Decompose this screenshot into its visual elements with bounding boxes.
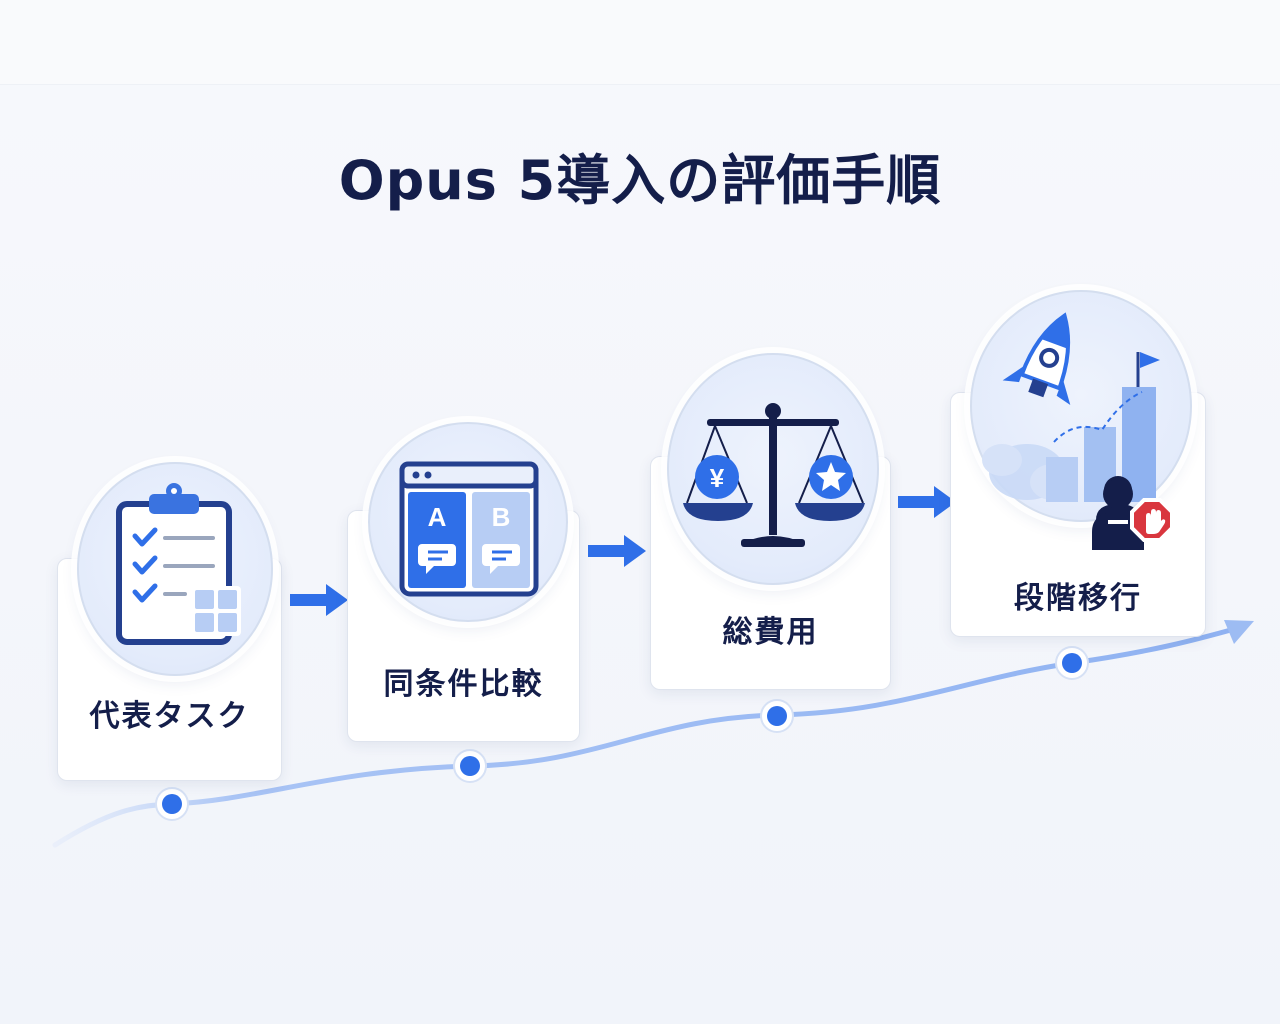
clipboard-checklist-icon: [116, 483, 241, 645]
ab-comparison-window-icon: A B: [399, 461, 539, 597]
svg-text:¥: ¥: [710, 463, 725, 493]
step-label-1: 代表タスク: [89, 699, 250, 734]
step-badge-2: A B: [368, 422, 568, 622]
milestone-dot-2: [453, 749, 487, 783]
svg-text:B: B: [492, 502, 511, 532]
diagram-title: Opus 5導入の評価手順: [338, 149, 942, 212]
step-label-3: 総費用: [722, 615, 819, 650]
arrow-right-icon: [290, 584, 348, 616]
milestone-dot-1: [155, 787, 189, 821]
step-badge-1: [77, 462, 273, 676]
top-band: [0, 0, 1280, 85]
step-label-4: 段階移行: [1014, 581, 1142, 616]
step-badge-3: ¥: [667, 353, 879, 585]
progress-arrowhead: [1224, 620, 1254, 644]
balance-scale-yen-icon: ¥: [683, 403, 865, 547]
milestone-dot-3: [760, 699, 794, 733]
svg-text:A: A: [428, 502, 447, 532]
stop-hand-icon: [1092, 479, 1174, 550]
milestone-dot-4: [1055, 646, 1089, 680]
arrow-right-icon: [588, 535, 646, 567]
arrow-right-icon: [898, 486, 956, 518]
step-label-2: 同条件比較: [383, 667, 544, 702]
